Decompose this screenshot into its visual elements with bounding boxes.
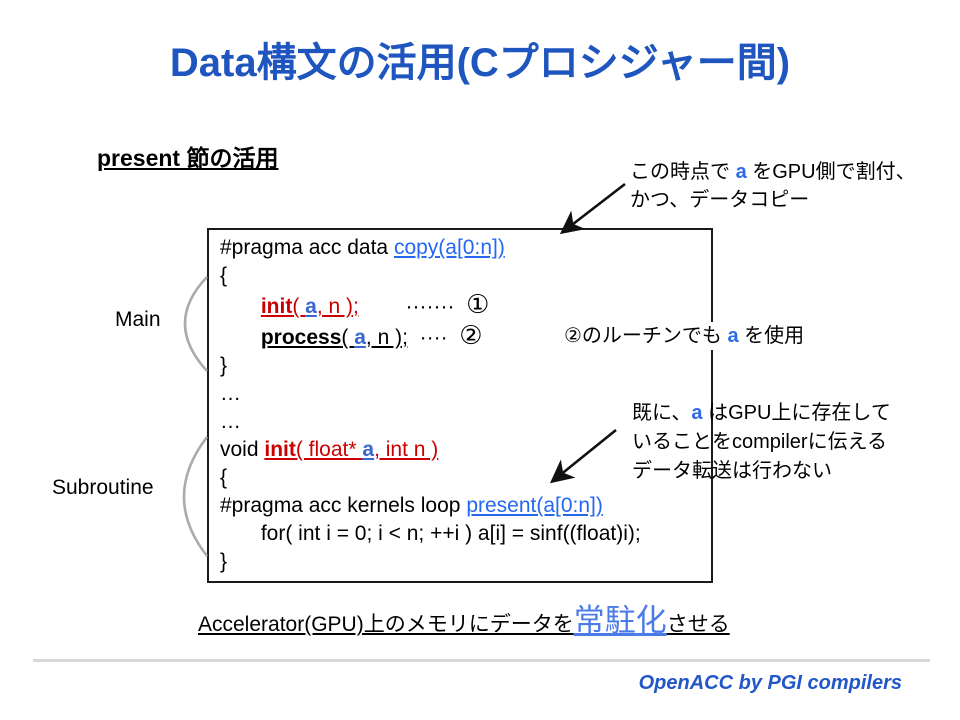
annotation-gpu-alloc: この時点で a をGPU側で割付、かつ、データコピー xyxy=(630,161,916,211)
section-heading: present 節の活用 xyxy=(97,145,279,171)
arrow-to-copy-clause-icon xyxy=(559,182,626,235)
label-subroutine: Subroutine xyxy=(52,476,154,499)
annotation-present: 既に、a はGPU上に存在していることをcompilerに伝えるデータ転送は行わ… xyxy=(632,402,891,482)
bottom-caption: Accelerator(GPU)上のメモリにデータを常駐化させる xyxy=(198,603,730,638)
label-main: Main xyxy=(115,308,161,331)
code-content: #pragma acc data copy(a[0:n]){ init( a, … xyxy=(220,236,641,573)
code-box: #pragma acc data copy(a[0:n]){ init( a, … xyxy=(207,228,713,583)
footer-credit: OpenACC by PGI compilers xyxy=(638,672,902,694)
brace-main-icon xyxy=(183,276,208,372)
annotation-routine-usage: ②のルーチンでも a を使用 xyxy=(562,322,807,350)
divider-line xyxy=(33,659,930,662)
brace-subroutine-icon xyxy=(182,436,209,557)
page-title: Data構文の活用(Cプロシジャー間) xyxy=(169,41,791,85)
